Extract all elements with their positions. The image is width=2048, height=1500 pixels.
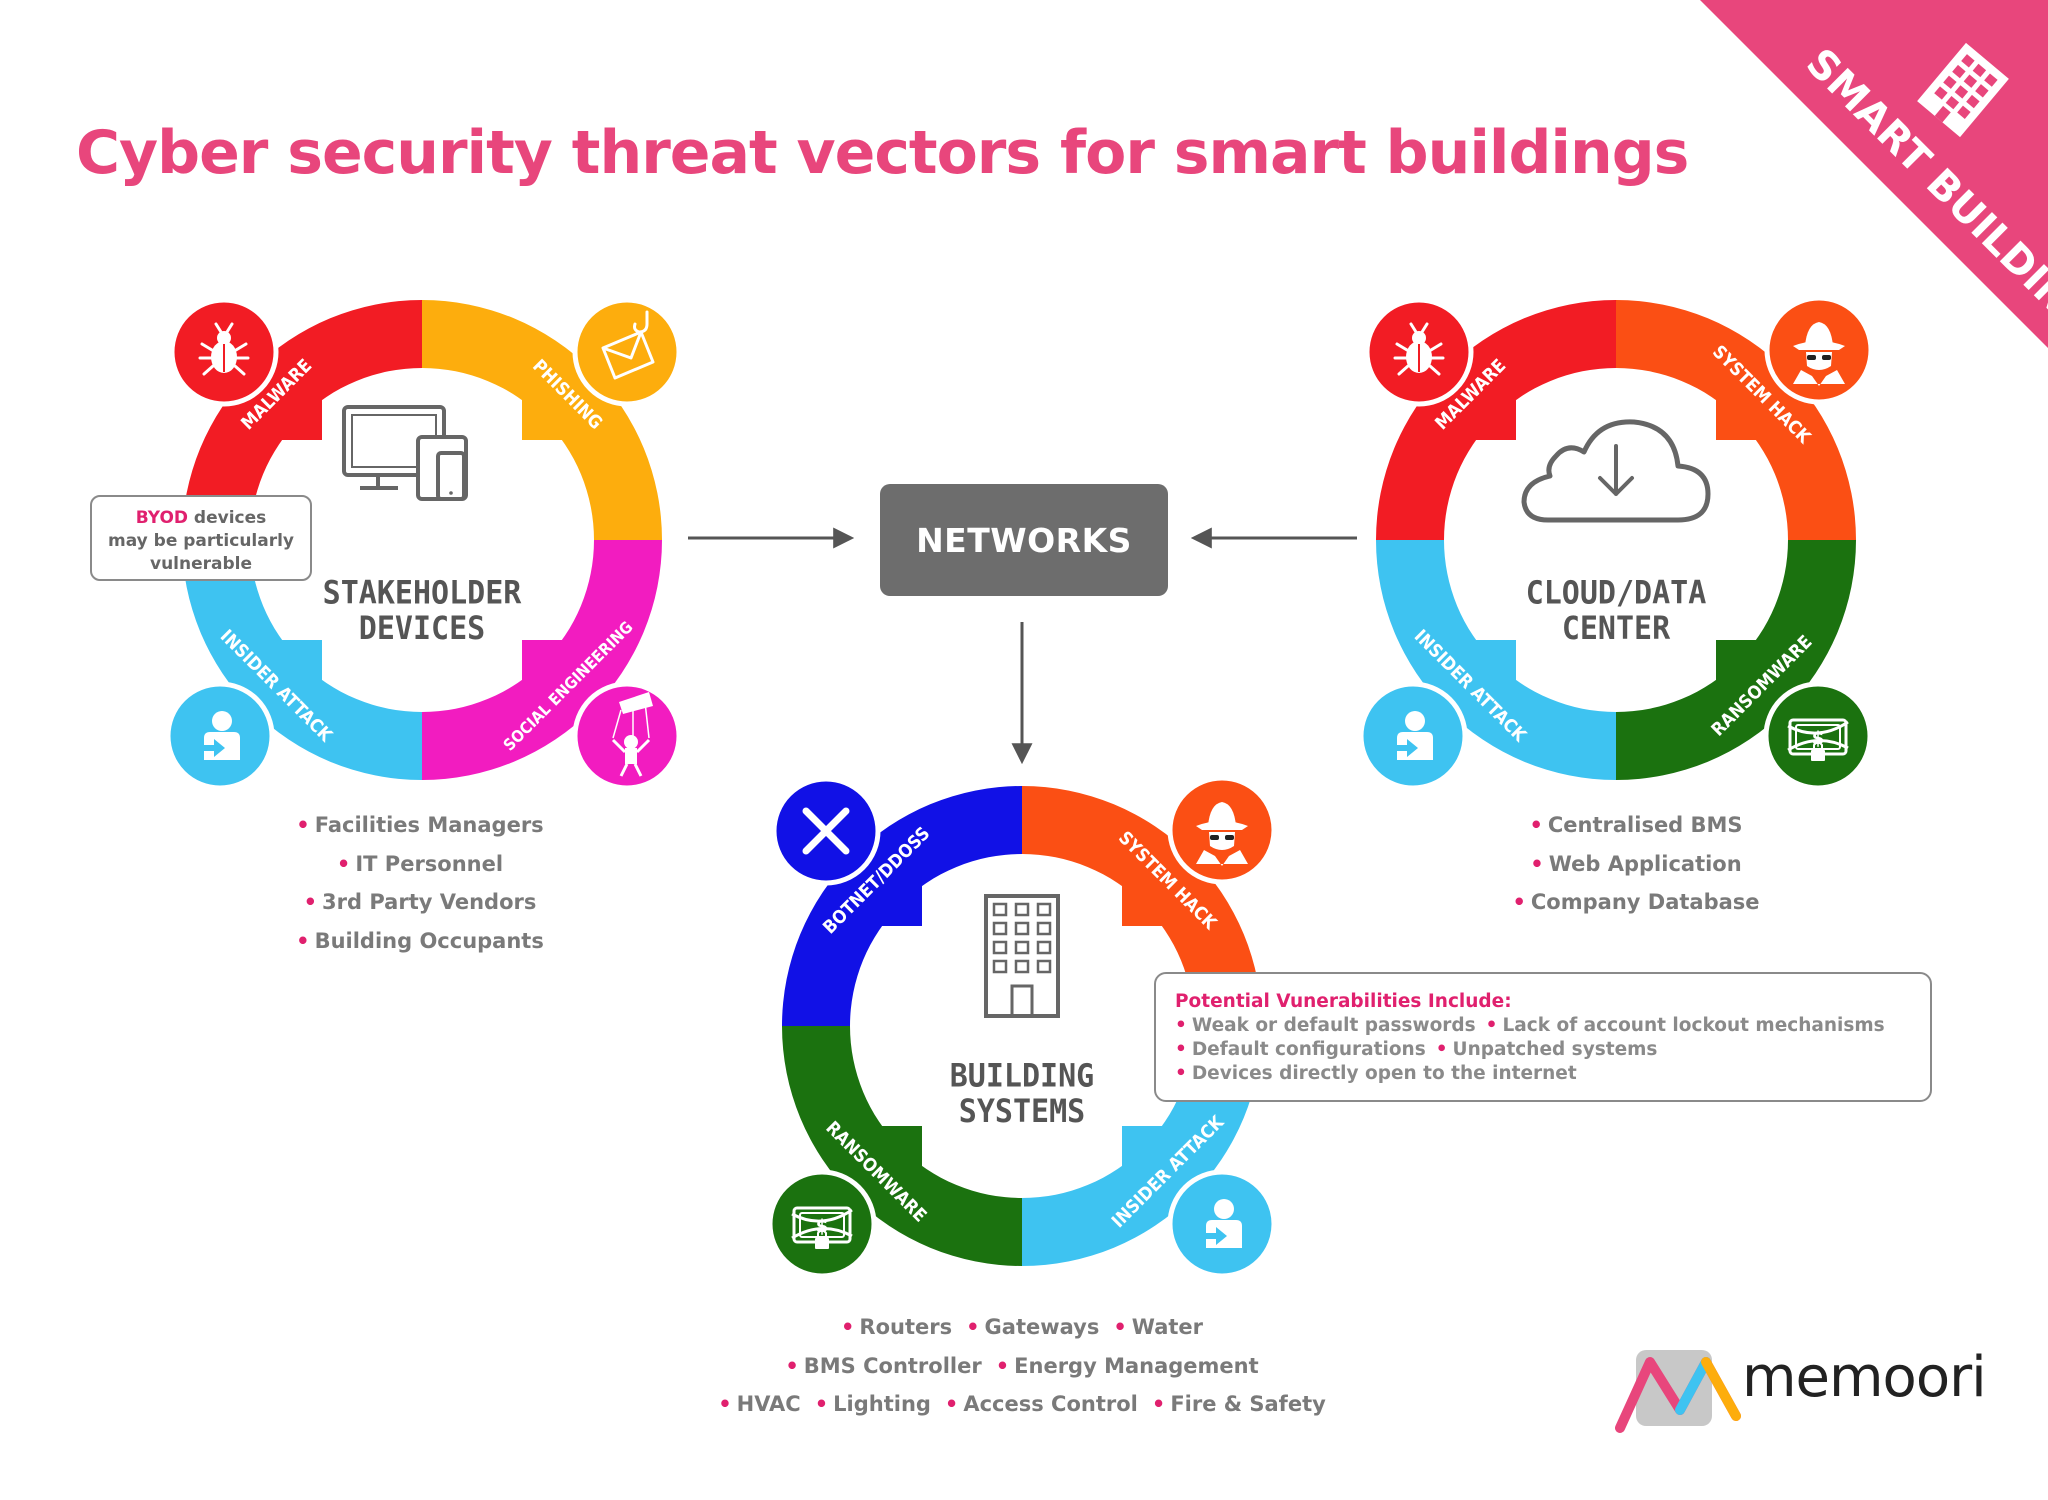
list-row: •HVAC •Lighting •Access Control •Fire & Saf…	[672, 1385, 1372, 1424]
byod-note: BYOD devices may be particularly vulnera…	[90, 495, 312, 581]
vulnerability-item: •Unpatched systems	[1435, 1039, 1658, 1060]
insider-icon	[1167, 1169, 1277, 1279]
list-item: •Web Application	[1530, 851, 1742, 876]
ring-segment-system-hack	[1616, 300, 1856, 540]
ring-segment-malware	[1376, 300, 1616, 540]
byod-text: devices	[188, 508, 267, 528]
list-item: •Building Occupants	[296, 928, 544, 953]
vulnerabilities-row: •Devices directly open to the internet	[1175, 1062, 1930, 1086]
hub-label-line: SYSTEMS	[958, 1092, 1086, 1131]
puppet-icon	[572, 681, 682, 791]
list-row: •Routers •Gateways •Water	[672, 1308, 1372, 1347]
ring-segment-malware	[182, 300, 422, 540]
vulnerabilities-title: Potential Vunerabilities Include:	[1175, 991, 1512, 1012]
hacker-icon	[1167, 775, 1277, 885]
list-item: •Gateways	[966, 1315, 1100, 1339]
page-title: Cyber security threat vectors for smart …	[76, 118, 1689, 188]
list-item: •Facilities Managers	[296, 813, 544, 837]
ring-segment-phishing	[422, 300, 662, 540]
list-item: •Access Control	[944, 1392, 1138, 1416]
list-item: •HVAC	[718, 1392, 801, 1416]
vulnerabilities-box: Potential Vunerabilities Include: •Weak …	[1154, 972, 1932, 1102]
list-item: •Routers	[840, 1315, 953, 1339]
ring-segment-ransomware	[782, 1026, 1022, 1266]
ring-segment-system-hack	[1022, 786, 1262, 1026]
ring-segment-ransomware	[1616, 540, 1856, 780]
hub-background	[922, 926, 1122, 1126]
list-item: •BMS Controller	[785, 1353, 982, 1378]
networks-box: NETWORKS	[880, 484, 1168, 596]
list-item: •Fire & Safety	[1151, 1392, 1326, 1416]
hub-label-line: DEVICES	[358, 609, 486, 648]
list-item: •Lighting	[814, 1392, 931, 1416]
ring-segment-insider-attack	[182, 540, 422, 780]
ransomware-icon	[1763, 681, 1873, 791]
memoori-logo-text: memoori	[1742, 1345, 1987, 1410]
list-item: •Centralised BMS	[1529, 813, 1743, 837]
hub-label-stakeholder: STAKEHOLDER DEVICES	[312, 575, 532, 646]
byod-text: vulnerable	[149, 554, 253, 574]
hub-label-line: BUILDING	[949, 1057, 1095, 1096]
corner-badge-triangle	[1700, 0, 2048, 348]
cloud-list: •Centralised BMS •Web Application •Compa…	[1456, 806, 1816, 922]
hub-label-line: STAKEHOLDER	[322, 574, 522, 613]
vulnerabilities-row: •Default configurations •Unpatched system…	[1175, 1038, 1930, 1062]
vulnerability-item: •Default configurations	[1175, 1039, 1426, 1060]
bug-icon	[169, 297, 279, 407]
vulnerability-item: •Devices directly open to the internet	[1175, 1063, 1577, 1084]
hub-label-line: CENTER	[1561, 609, 1671, 648]
vulnerability-item: •Weak or default passwords	[1175, 1015, 1476, 1036]
ring-segment-insider-attack	[1376, 540, 1616, 780]
ring-segment-botnet-ddoss	[782, 786, 1022, 1026]
bug-icon	[1364, 297, 1474, 407]
building-list: •Routers•Gateways•Water •BMS Controller•…	[672, 1308, 1372, 1424]
networks-label: NETWORKS	[916, 520, 1132, 560]
hub-label-line: CLOUD/DATA	[1525, 574, 1707, 613]
cross-icon	[771, 776, 881, 886]
list-item: •3rd Party Vendors	[303, 890, 537, 914]
insider-icon	[1358, 681, 1468, 791]
ring-segment-social-engineering	[422, 540, 662, 780]
memoori-logo-mark	[1615, 1350, 1741, 1433]
byod-text: may be particularly	[107, 531, 295, 551]
list-item: •Energy Management	[995, 1353, 1259, 1378]
hacker-icon	[1764, 295, 1874, 405]
corner-building-icon	[1917, 42, 2009, 138]
ransomware-icon	[767, 1169, 877, 1279]
insider-icon	[165, 681, 275, 791]
list-row: •BMS Controller •Energy Management	[672, 1347, 1372, 1386]
hub-label-building: BUILDING SYSTEMS	[912, 1058, 1132, 1129]
phishing-icon	[572, 297, 682, 407]
stakeholder-list: •Facilities Managers •IT Personnel •3rd …	[240, 806, 600, 960]
list-item: •Company Database	[1512, 890, 1760, 914]
vulnerabilities-row: •Weak or default passwords •Lack of accou…	[1175, 1014, 1930, 1038]
vulnerability-item: •Lack of account lockout mechanisms	[1485, 1015, 1885, 1036]
list-item: •IT Personnel	[336, 851, 504, 876]
hub-label-cloud: CLOUD/DATA CENTER	[1506, 575, 1726, 646]
list-item: •Water	[1113, 1315, 1204, 1339]
byod-highlight: BYOD	[135, 508, 189, 528]
